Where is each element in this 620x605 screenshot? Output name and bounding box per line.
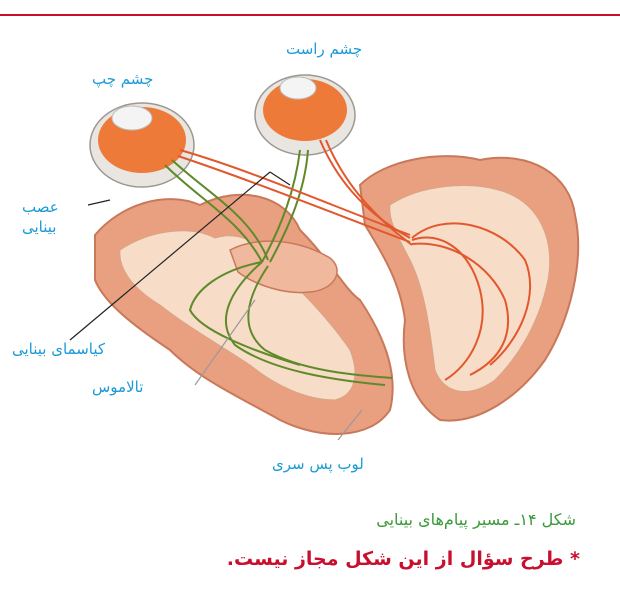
label-right-eye: چشم راست [286,40,362,58]
label-optic-nerve-line2: بینایی [22,218,56,236]
label-optic-nerve-line1: عصب [22,198,59,216]
left-hemisphere [95,195,393,434]
copyright-note: * طرح سؤال از این شکل مجاز نیست. [227,548,580,570]
left-eye-globe [90,103,194,187]
label-left-eye: چشم چپ [92,70,153,88]
label-thalamus: تالاموس [92,378,143,396]
label-occipital-lobe: لوب پس سری [272,455,364,473]
right-eye-globe [255,75,355,155]
label-optic-chiasm: کیاسمای بینایی [12,340,105,358]
figure-caption: شکل ۱۴ـ مسیر پیام‌های بینایی [376,510,576,529]
